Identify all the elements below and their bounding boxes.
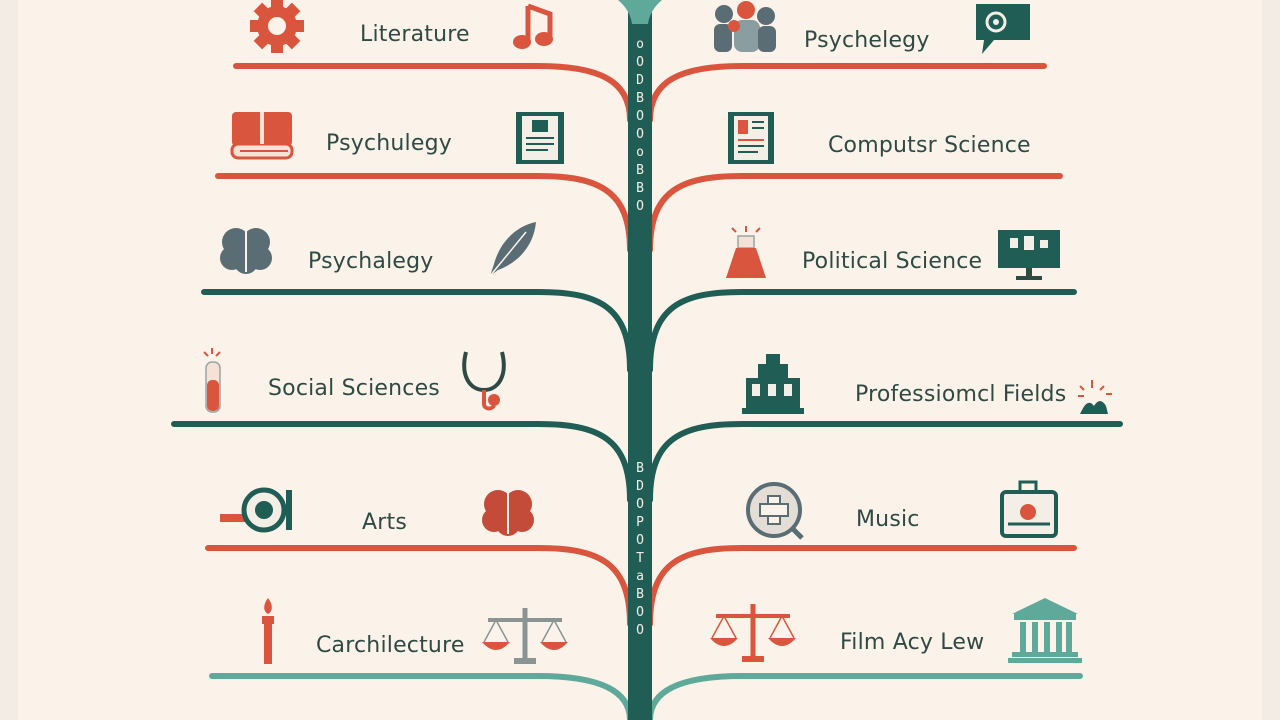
trunk-top-fork [618, 0, 662, 24]
courthouse-icon [1008, 598, 1082, 663]
book-icon [230, 112, 294, 160]
trunk-glyph: B [636, 163, 644, 178]
trunk-glyph: O [636, 623, 644, 638]
right-branch-1-label: Psychelegy [804, 28, 930, 53]
trunk-glyph: o [636, 145, 644, 160]
left-branch-1-label: Literature [360, 22, 470, 47]
stethoscope-icon [462, 351, 506, 411]
flask-icon [726, 226, 766, 278]
people-group-icon [714, 1, 776, 52]
trunk-glyph: P [636, 515, 644, 530]
left-branch-4-label: Social Sciences [268, 376, 440, 401]
document-frame-icon [516, 112, 564, 164]
trunk-glyph: O [636, 199, 644, 214]
trunk [628, 0, 652, 720]
music-note-icon [513, 3, 553, 49]
feather-quill-icon [489, 222, 536, 277]
left-branch-2-label: Psychulegy [326, 131, 452, 156]
test-tube-icon [203, 348, 221, 413]
left-branch-6-label: Carchilecture [316, 633, 465, 658]
right-branch-6-label: Film Acy Lew [840, 630, 985, 655]
brain-icon [220, 228, 272, 274]
gear-icon [250, 0, 304, 53]
left-branch-3-label: Psychalegy [308, 249, 434, 274]
right-branch-3-label: Political Science [802, 249, 983, 274]
right-branch-1-line [647, 63, 1047, 123]
right-branch-3-line [647, 289, 1077, 373]
trunk-glyph: B [636, 181, 644, 196]
right-branch-4-label: Professiomcl Fields [855, 382, 1067, 407]
sparkle-plant-icon [1078, 380, 1112, 414]
chat-bubble-icon [976, 4, 1030, 54]
right-branch-5-label: Music [856, 507, 920, 532]
trunk-glyph: a [636, 569, 644, 584]
right-branch-6-line [647, 673, 1083, 720]
trunk-glyph: O [636, 109, 644, 124]
building-icon [742, 354, 804, 414]
trunk-glyph: D [636, 73, 644, 88]
trunk-glyph: T [636, 551, 644, 566]
id-badge-icon [1000, 480, 1058, 538]
document-frame-icon [728, 112, 774, 164]
trunk-glyph: O [636, 55, 644, 70]
trunk-glyph: B [636, 587, 644, 602]
medical-cross-icon [746, 482, 804, 540]
trunk-glyph: O [636, 497, 644, 512]
left-branch-3-line [201, 289, 633, 373]
trunk-glyph: O [636, 127, 644, 142]
trunk-glyph: o [636, 37, 644, 52]
trunk-glyph: O [636, 605, 644, 620]
trunk-glyph: B [636, 91, 644, 106]
right-branch-2-label: Computsr Science [828, 133, 1031, 158]
left-branch-5-label: Arts [362, 510, 407, 535]
trunk-glyph: D [636, 479, 644, 494]
torch-icon [262, 598, 274, 664]
trunk-glyph: B [636, 461, 644, 476]
camera-lens-icon [220, 487, 292, 533]
scales-icon [710, 604, 796, 662]
brain-icon [482, 490, 534, 536]
left-branch-6-line [209, 673, 633, 720]
left-branch-2-line [215, 173, 633, 253]
scales-icon [482, 608, 568, 664]
monitor-icon [998, 230, 1060, 280]
trunk-glyph: O [636, 533, 644, 548]
